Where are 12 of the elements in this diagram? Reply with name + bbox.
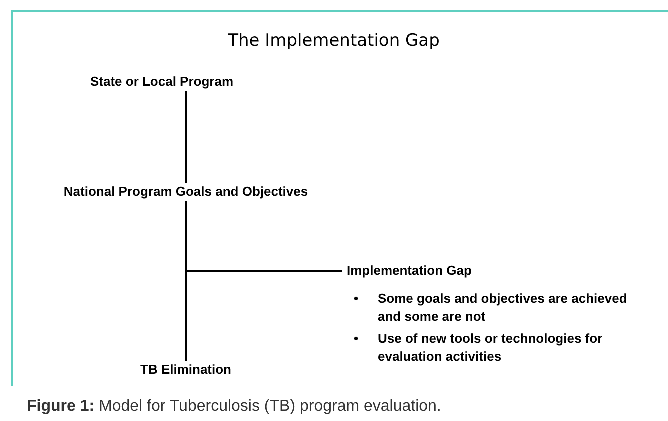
bullet-item: Use of new tools or technologies for evaluation activities xyxy=(378,330,604,366)
bullet-mark: • xyxy=(354,290,360,308)
node-label: State or Local Program xyxy=(90,73,234,91)
node-label: TB Elimination xyxy=(140,361,232,379)
node-label: National Program Goals and Objectives xyxy=(64,183,308,201)
bullet-mark: • xyxy=(354,330,360,348)
connector-line xyxy=(185,201,342,272)
diagram-title: The Implementation Gap xyxy=(227,30,441,53)
bullet-item: Some goals and objectives are achieved and some are not xyxy=(378,290,628,326)
figure-caption: Figure 1: Model for Tuberculosis (TB) program evaluation. xyxy=(27,397,442,417)
connector-line xyxy=(185,91,187,183)
node-label: Implementation Gap xyxy=(342,262,472,280)
